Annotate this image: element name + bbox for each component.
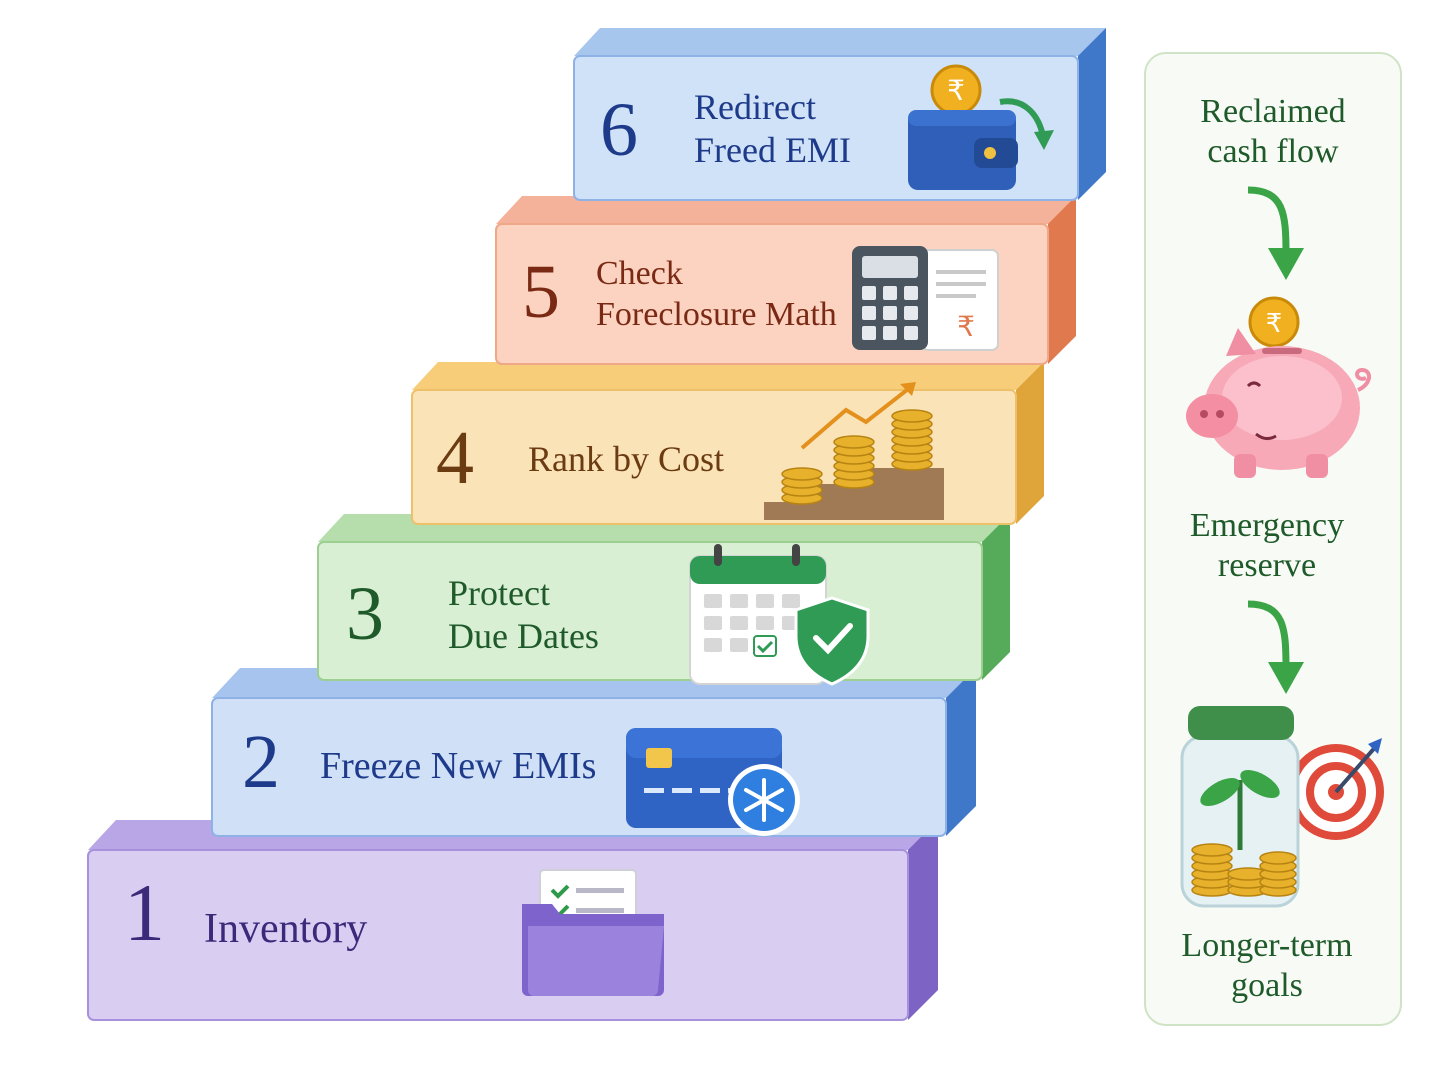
wallet-coin-rupee-symbol: ₹ <box>947 74 965 107</box>
step-2-label: Freeze New EMIs <box>320 745 597 787</box>
step-3-block <box>317 514 1010 681</box>
step-1-label: Inventory <box>204 906 368 952</box>
calculator-document-icon: ₹ <box>852 246 999 351</box>
flow-item-reclaimed-cash-flow: Reclaimed cash flow <box>1200 93 1346 170</box>
step-4-number: 4 <box>436 416 474 500</box>
step-6-label: Redirect Freed EMI <box>694 87 851 171</box>
step-6-number: 6 <box>600 88 638 172</box>
step-2-number: 2 <box>242 720 280 804</box>
flow-item-longer-term-goals: Longer-term goals <box>1181 927 1353 1004</box>
step-1-number: 1 <box>124 867 165 958</box>
step-3-number: 3 <box>346 572 384 656</box>
folder-checklist-icon <box>522 869 664 996</box>
step-4: 4 Rank by Cost <box>411 362 1044 525</box>
step-2: 2 Freeze New EMIs <box>211 668 976 837</box>
step-5: 5 Check Foreclosure Math ₹ <box>495 196 1076 365</box>
step-3-label: Protect Due Dates <box>448 573 599 657</box>
wallet-coin-icon: ₹ <box>908 64 1054 190</box>
piggy-bank-icon: ₹ <box>1186 296 1371 478</box>
frozen-card-icon <box>626 728 800 836</box>
step-6: 6 Redirect Freed EMI ₹ <box>573 28 1106 201</box>
piggy-coin-rupee-symbol: ₹ <box>1266 309 1283 339</box>
step-4-label: Rank by Cost <box>528 439 725 479</box>
document-rupee-symbol: ₹ <box>957 310 975 343</box>
coin-stacks-growth-icon <box>764 382 944 520</box>
step-5-number: 5 <box>522 250 560 334</box>
step-3: 3 Protect Due Dates <box>317 514 1010 686</box>
arrow-down-icon <box>1247 186 1304 280</box>
flow-item-emergency-reserve: Emergency reserve <box>1189 507 1345 584</box>
calendar-shield-icon <box>689 544 870 686</box>
jar-target-icon <box>1180 706 1384 908</box>
step-1: 1 Inventory <box>87 820 938 1021</box>
arrow-down-icon <box>1247 600 1304 694</box>
flow-panel: Reclaimed cash flow ₹ Emergency reserve <box>1144 52 1402 1026</box>
step-5-label: Check Foreclosure Math <box>596 255 837 333</box>
